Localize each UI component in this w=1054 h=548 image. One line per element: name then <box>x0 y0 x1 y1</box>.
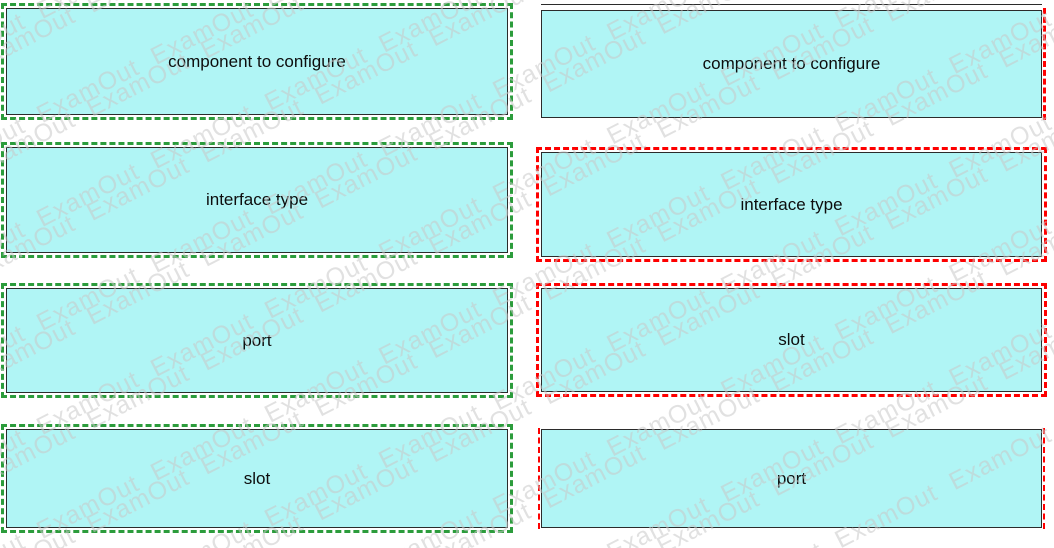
left-option-4[interactable]: slot <box>1 424 513 533</box>
left-option-2[interactable]: interface type <box>1 142 513 258</box>
stray-hairline-top <box>541 4 1042 5</box>
right-target-4[interactable]: port <box>538 428 1045 529</box>
red-dashed-outline-4-right <box>1043 428 1045 529</box>
left-option-2-label: interface type <box>205 189 309 209</box>
right-target-3-label: slot <box>778 329 805 349</box>
left-option-1[interactable]: component to configure <box>1 3 513 120</box>
right-target-2-label: interface type <box>740 194 843 214</box>
right-target-4-label: port <box>776 468 807 488</box>
right-target-1-label: component to configure <box>702 53 881 73</box>
red-dashed-outline-4-left <box>538 428 540 529</box>
left-option-3[interactable]: port <box>1 283 513 398</box>
left-option-4-label: slot <box>243 468 271 488</box>
right-target-2[interactable]: interface type <box>536 147 1047 262</box>
right-target-3[interactable]: slot <box>536 283 1047 397</box>
right-target-1[interactable]: component to configure <box>541 8 1046 120</box>
left-option-1-label: component to configure <box>168 51 346 71</box>
left-option-3-label: port <box>242 330 272 350</box>
red-dashed-outline-1 <box>1043 8 1046 120</box>
